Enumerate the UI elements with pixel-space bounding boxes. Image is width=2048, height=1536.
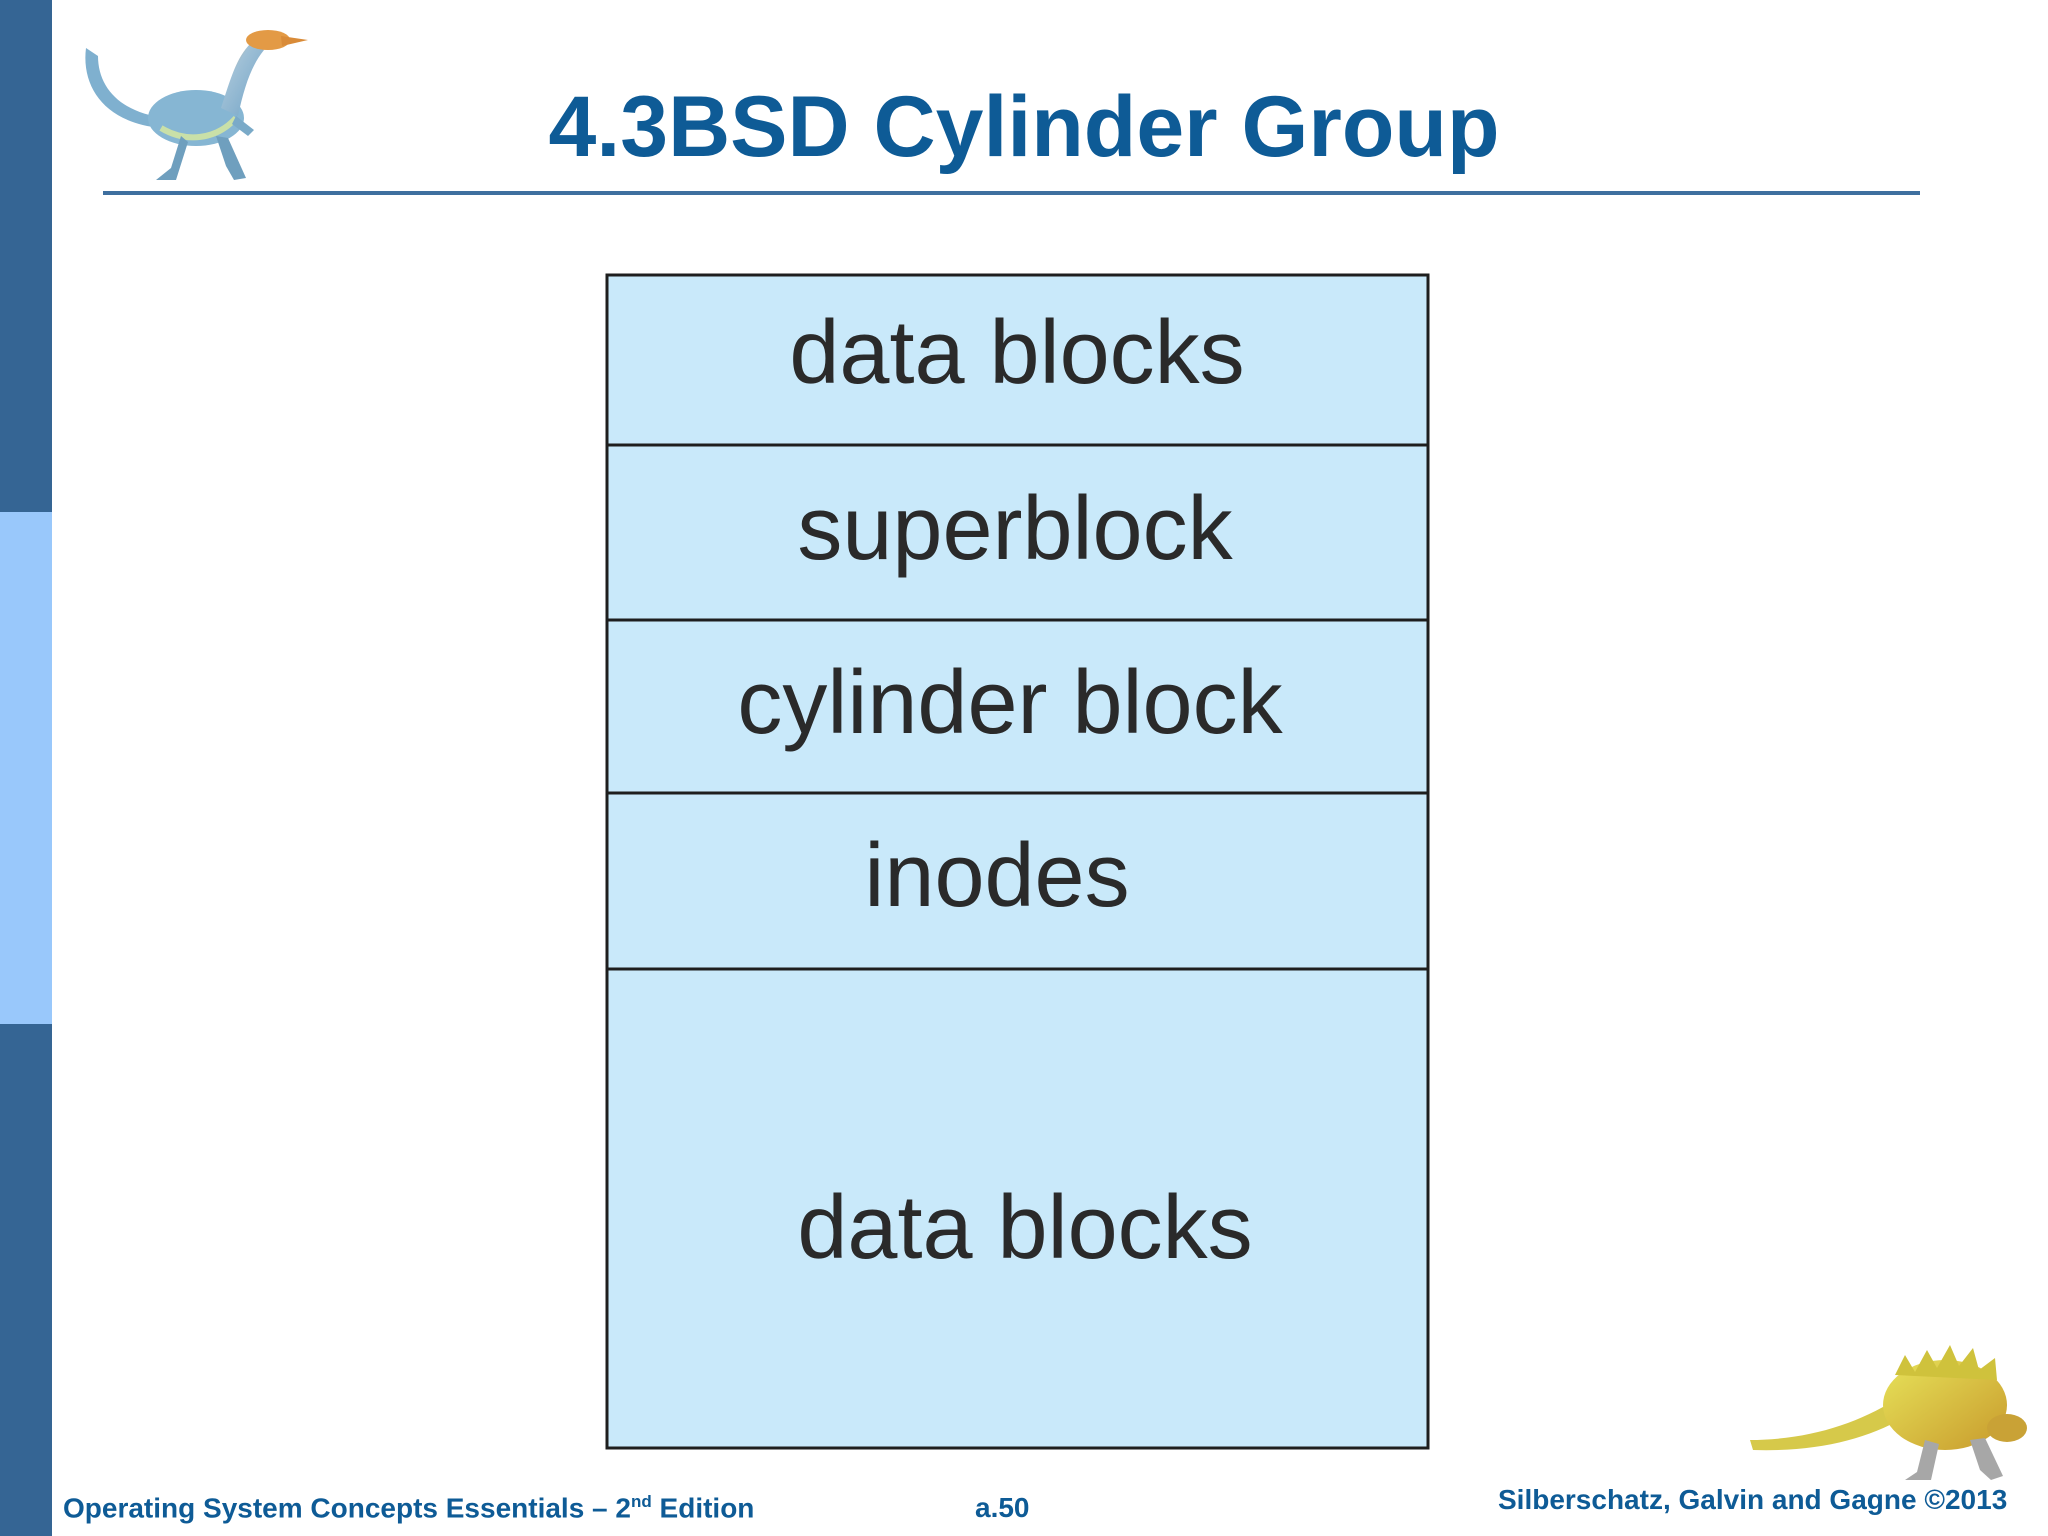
block-label-cylinder-block: cylinder block xyxy=(737,653,1283,753)
dinosaur-icon-bottom-right xyxy=(1750,1345,2027,1480)
sidebar-segment-middle xyxy=(0,512,52,1024)
block-label-superblock: superblock xyxy=(797,479,1233,579)
footer-book-title-sup: nd xyxy=(630,1492,652,1511)
footer-book-title-text: Operating System Concepts Essentials – 2 xyxy=(63,1492,631,1524)
footer-book-title: Operating System Concepts Essentials – 2… xyxy=(63,1492,754,1524)
cylinder-group-diagram: data blocks superblock cylinder block in… xyxy=(605,273,1430,1450)
sidebar-segment-bottom xyxy=(0,1024,52,1536)
title-divider xyxy=(103,191,1920,195)
page-title: 4.3BSD Cylinder Group xyxy=(548,79,1500,175)
block-label-data-blocks-bottom: data blocks xyxy=(797,1178,1252,1278)
footer-copyright: Silberschatz, Galvin and Gagne ©2013 xyxy=(1498,1484,2008,1515)
footer-page-number: a.50 xyxy=(975,1492,1030,1523)
sidebar-stripe xyxy=(0,0,52,1536)
block-label-data-blocks-top: data blocks xyxy=(789,303,1244,403)
sidebar-segment-top xyxy=(0,0,52,512)
block-label-inodes: inodes xyxy=(864,826,1129,926)
diagram-outline xyxy=(605,273,1430,1450)
dinosaur-icon-top-left xyxy=(85,30,308,180)
footer-book-title-suffix: Edition xyxy=(651,1492,755,1524)
